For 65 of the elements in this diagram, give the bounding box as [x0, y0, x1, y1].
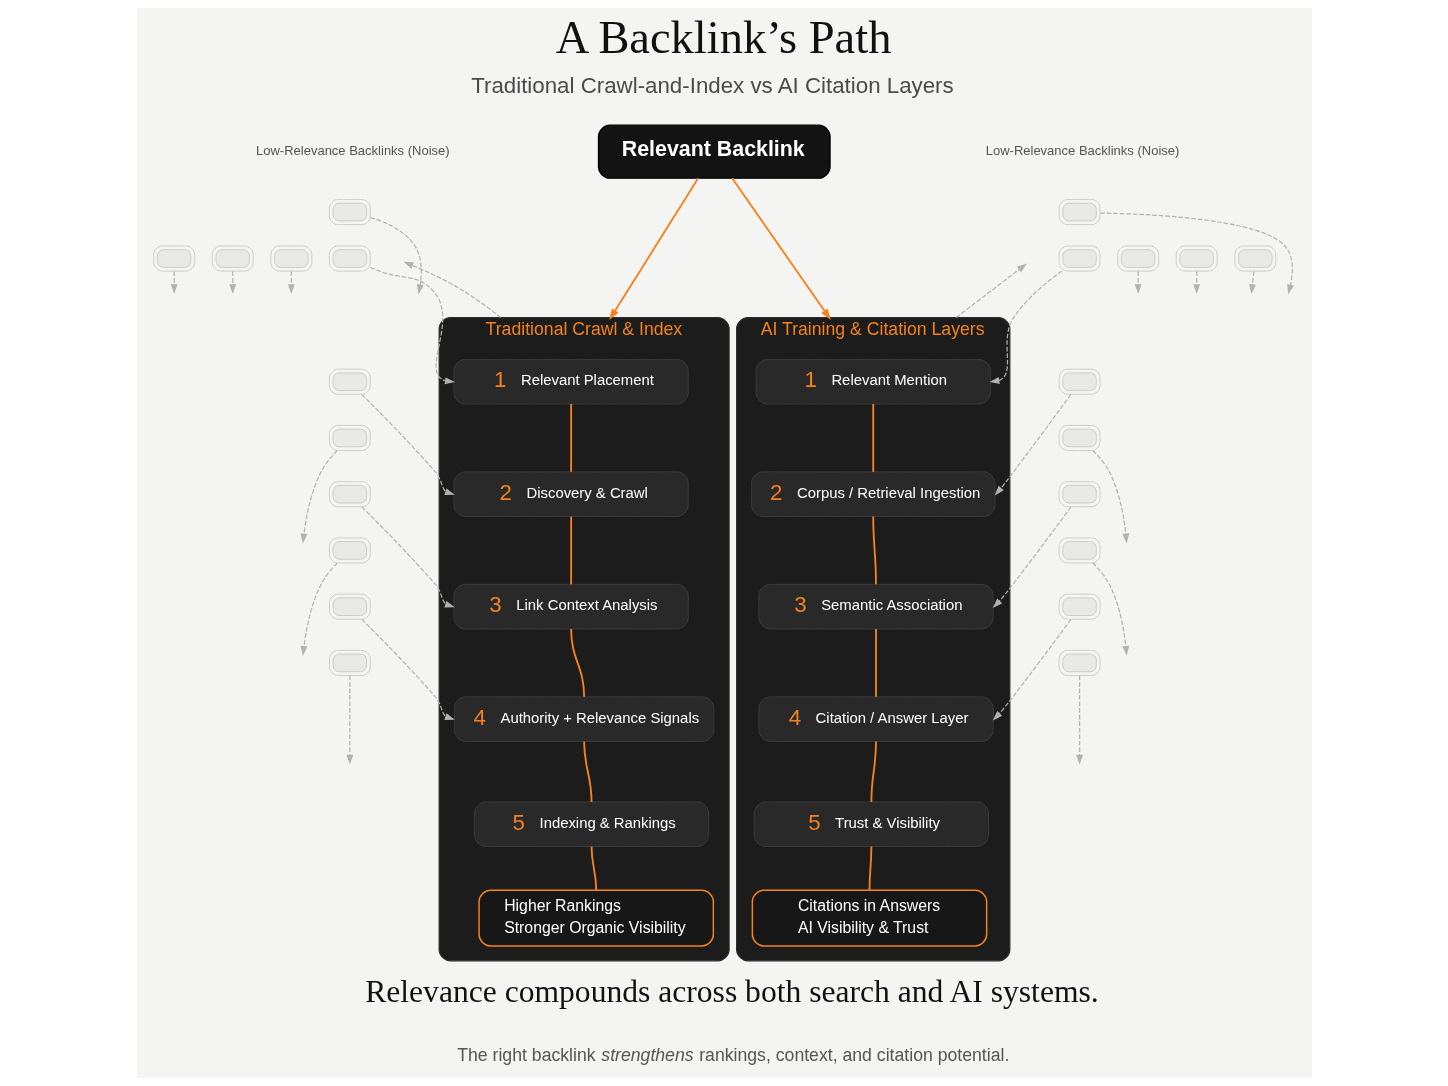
arrow [170, 270, 178, 295]
connector [871, 403, 874, 473]
arrow [1192, 270, 1200, 295]
node-box: 3 Link Context Analysis [453, 583, 689, 630]
node-picture [1175, 245, 1218, 272]
connector [868, 845, 872, 892]
node-box: Relevant Backlink [597, 124, 831, 179]
node-picture [328, 537, 371, 564]
label: The right backlink strengthens rankings, context, and citation potential. [456, 1044, 1009, 1065]
node-picture [1116, 245, 1159, 272]
node-box: 2 Corpus / Retrieval Ingestion [750, 471, 995, 517]
arrow [1091, 449, 1129, 544]
node-box: 1 Relevant Mention [755, 358, 991, 405]
arrow [992, 618, 1071, 721]
arrow [992, 506, 1071, 608]
arrow [954, 263, 1027, 319]
node-picture [1233, 245, 1276, 272]
connector [874, 628, 877, 698]
arrow [345, 675, 353, 765]
arrow [360, 506, 455, 608]
connector [569, 403, 572, 473]
node-box: Higher Rankings Stronger Organic Visibility [477, 889, 714, 947]
arrow [360, 618, 455, 720]
arrow [300, 450, 338, 544]
label: Low-Relevance Backlinks (Noise) [255, 143, 450, 159]
arrow [730, 177, 831, 320]
node-box: 1 Relevant Placement [453, 358, 689, 405]
node-box: 4 Authority + Relevance Signals [453, 696, 714, 742]
node-picture [328, 593, 371, 620]
node-box: 5 Indexing & Rankings [473, 801, 709, 847]
node-box: 3 Semantic Association [757, 583, 994, 630]
arrow [1099, 212, 1294, 295]
node-picture [328, 245, 371, 272]
node-box: 2 Discovery & Crawl [453, 471, 689, 517]
connector [569, 628, 585, 698]
node-box: 5 Trust & Visibility [753, 801, 989, 847]
node-box: 4 Citation / Answer Layer [757, 696, 994, 742]
connector [569, 515, 572, 586]
arrow [1248, 270, 1256, 295]
arrow [360, 393, 455, 495]
label: Traditional Crawl-and-Index vs AI Citation Layers [470, 72, 954, 98]
connector [590, 845, 597, 892]
node-box: Citations in Answers AI Visibility & Trust [751, 889, 987, 947]
label: Low-Relevance Backlinks (Noise) [985, 143, 1179, 159]
connector [869, 740, 877, 803]
arrow [608, 177, 699, 320]
arrow [1075, 675, 1083, 765]
node-picture [269, 245, 312, 272]
node-picture [211, 245, 254, 272]
arrow [1134, 270, 1142, 295]
node-picture [328, 368, 371, 395]
arrow [369, 266, 455, 385]
node-picture [152, 245, 195, 272]
arrow [287, 270, 295, 295]
connector [871, 515, 877, 586]
arrow [228, 270, 236, 295]
arrow [1091, 562, 1129, 656]
arrow [994, 393, 1071, 496]
arrow [403, 261, 501, 319]
caption: Relevance compounds across both search and AI systems. [364, 973, 1099, 1009]
diagram-title: A Backlink’s Path [555, 11, 891, 63]
arrow [300, 562, 338, 656]
arrow [989, 270, 1062, 384]
arrow [369, 216, 424, 295]
connector [582, 740, 592, 803]
